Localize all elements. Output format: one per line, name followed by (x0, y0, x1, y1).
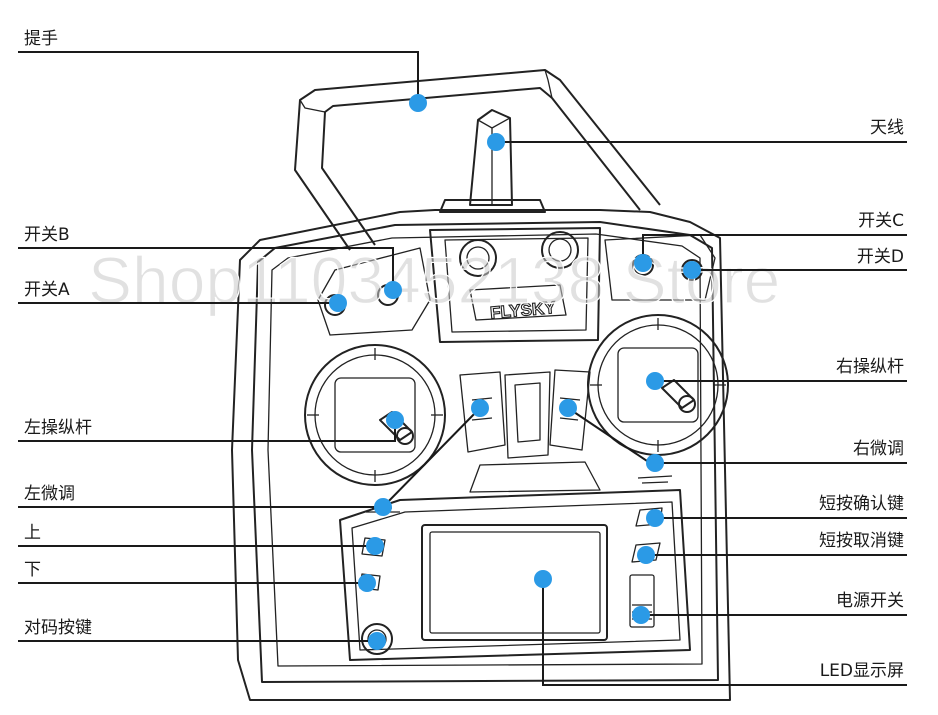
label-right-trim: 右微调 (853, 439, 904, 459)
dot-switch-a (329, 294, 347, 312)
antenna-drawing (439, 109, 546, 213)
label-left-trim: 左微调 (24, 484, 75, 504)
brand-logo: FLYSKY (489, 298, 557, 323)
dot-power-switch (632, 606, 650, 624)
label-short-press-cancel: 短按取消键 (819, 531, 904, 551)
label-switch-c: 开关C (858, 211, 904, 231)
label-short-press-confirm: 短按确认键 (819, 494, 904, 514)
dot-bind-button (368, 632, 386, 650)
lower-panel-drawing (339, 475, 691, 661)
label-up: 上 (24, 523, 41, 543)
dot-right-stick (646, 372, 664, 390)
dot-left-trim (374, 498, 392, 516)
label-bind-button: 对码按键 (24, 618, 92, 638)
dot-left-stick (386, 411, 404, 429)
handle-drawing (294, 69, 661, 251)
label-down: 下 (24, 560, 41, 580)
dot-left-trim-vertical (471, 399, 489, 417)
dot-handle (409, 94, 427, 112)
left-stick-drawing (304, 344, 446, 486)
label-left-stick: 左操纵杆 (24, 418, 92, 438)
dot-switch-d (683, 261, 701, 279)
label-switch-a: 开关A (24, 280, 70, 300)
leader-lines (18, 51, 907, 686)
label-antenna: 天线 (870, 118, 904, 138)
dot-short-press-confirm (646, 509, 664, 527)
dot-antenna (487, 133, 505, 151)
label-right-stick: 右操纵杆 (836, 357, 904, 377)
label-power-switch: 电源开关 (836, 591, 904, 611)
dot-right-trim (646, 454, 664, 472)
dot-right-trim-vertical (559, 399, 577, 417)
label-switch-b: 开关B (24, 225, 70, 245)
dot-short-press-cancel (637, 546, 655, 564)
label-handle: 提手 (24, 29, 58, 49)
dot-down (358, 574, 376, 592)
callout-dots (329, 94, 701, 650)
watermark: Shop1103452138 Store (88, 243, 780, 317)
dot-switch-c (634, 254, 652, 272)
callout-labels: 提手 天线 开关B 开关A 开关C 开关D 右操纵杆 左操纵杆 右微调 左微调 … (24, 29, 904, 681)
label-led-display: LED显示屏 (820, 661, 904, 681)
center-trims-drawing (459, 369, 601, 493)
dot-up (366, 537, 384, 555)
right-stick-drawing (587, 314, 729, 456)
label-switch-d: 开关D (857, 247, 904, 267)
dot-led-display (534, 570, 552, 588)
dot-switch-b (384, 281, 402, 299)
